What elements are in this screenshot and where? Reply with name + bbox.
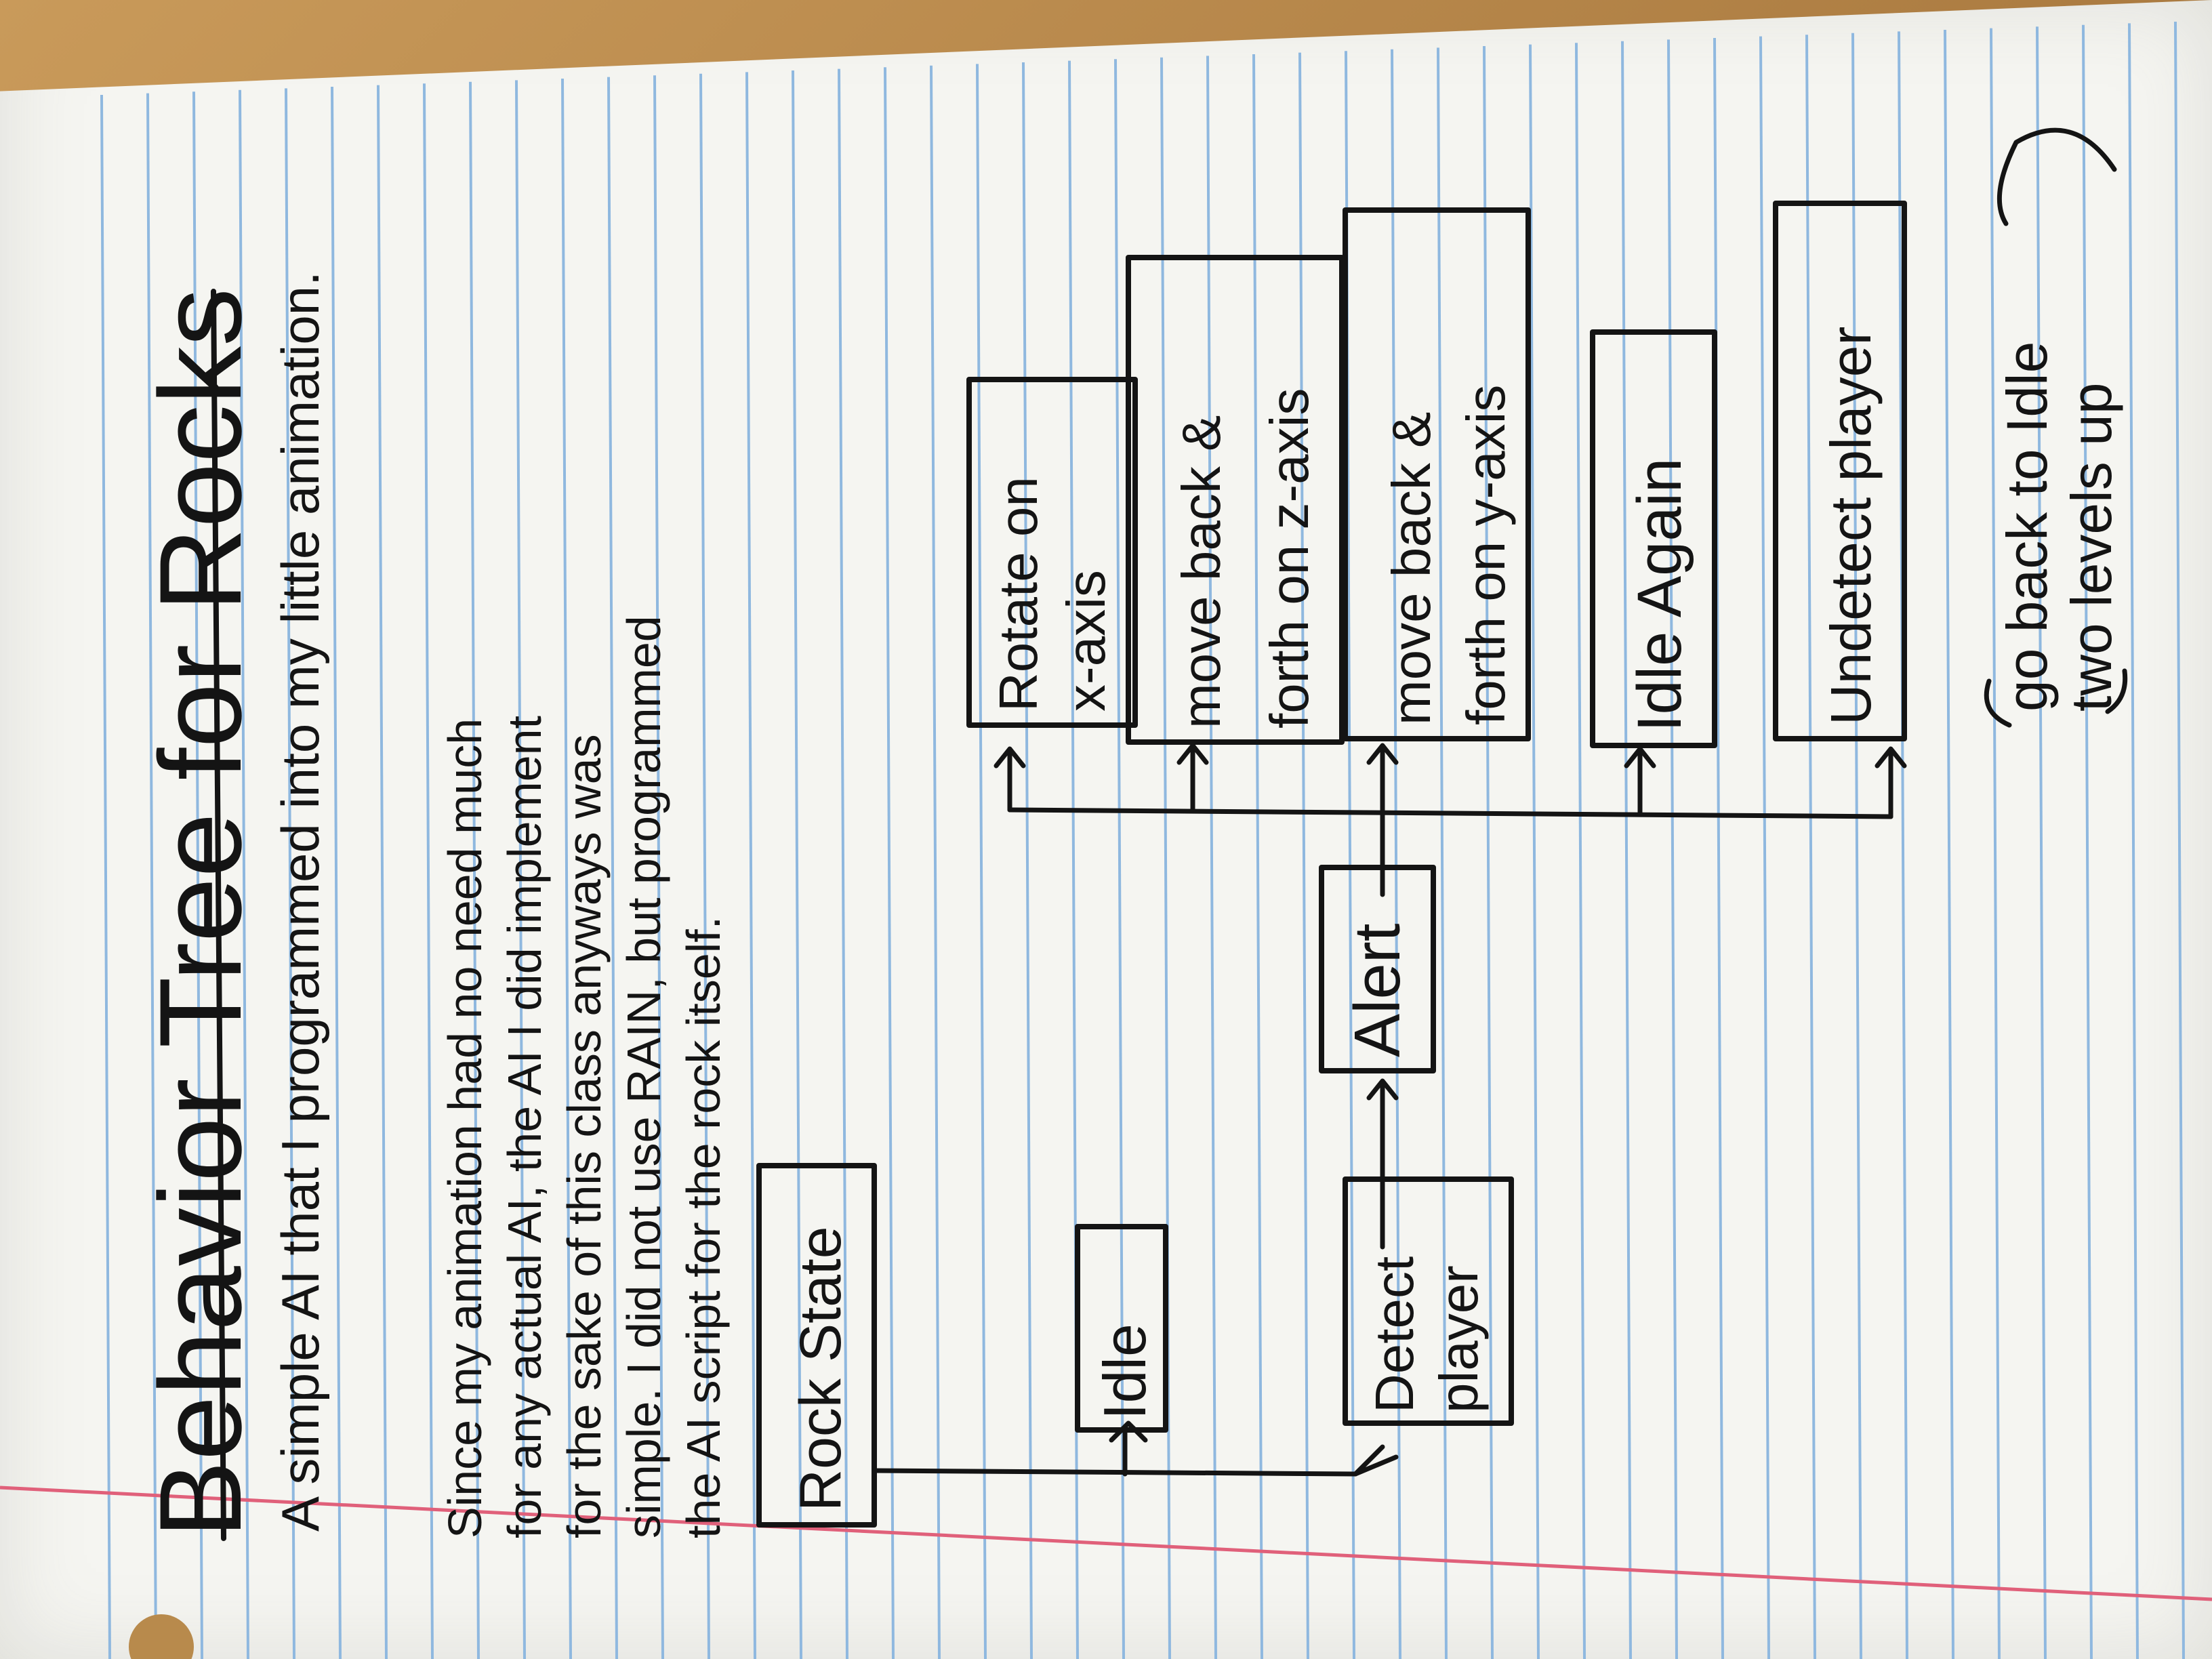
node-move-y-axis: move back & forth on y-axis <box>1343 207 1531 741</box>
binder-hole <box>129 1614 194 1659</box>
ruled-line <box>561 78 572 1659</box>
ruled-line <box>423 83 434 1659</box>
node-detect-player: Detect player <box>1343 1176 1514 1426</box>
ruled-line <box>469 81 480 1659</box>
ruled-line <box>331 86 342 1659</box>
ruled-line <box>745 72 756 1659</box>
ruled-line <box>1944 29 1954 1659</box>
node-label-1: Rotate on <box>988 476 1048 712</box>
paragraph-line-2: for any actual AI, the AI I did implemen… <box>498 716 551 1538</box>
ruled-line <box>146 93 157 1659</box>
ruled-line <box>699 73 710 1659</box>
paragraph-line-3: for the sake of this class anyways was <box>558 734 611 1538</box>
note-go-back: go back to Idle two levels up <box>1984 127 2128 728</box>
note-line-2: two levels up <box>2060 382 2123 712</box>
ruled-line <box>1667 39 1678 1659</box>
node-rock-state: Rock State <box>756 1163 877 1528</box>
ruled-line <box>1252 54 1263 1659</box>
title-underline <box>211 289 226 1541</box>
ruled-line <box>1898 31 1908 1659</box>
ruled-line <box>2082 24 2093 1659</box>
node-label-1: move back & <box>1381 412 1441 725</box>
paragraph-line-4: simple. I did not use RAIN, but programm… <box>617 615 670 1538</box>
node-alert: Alert <box>1319 865 1436 1073</box>
ruled-line <box>1851 33 1862 1659</box>
ruled-line <box>1621 41 1632 1659</box>
ruled-line <box>884 67 895 1659</box>
ruled-line <box>838 68 848 1659</box>
ruled-line <box>285 88 295 1659</box>
page-title: Behavior Tree for Rocks <box>136 288 266 1538</box>
node-undetect-player: Undetect player <box>1773 201 1907 741</box>
ruled-line <box>930 65 941 1659</box>
ruled-line <box>515 80 526 1659</box>
node-label-1: Detect <box>1364 1256 1425 1413</box>
description-paragraph: Since my animation had no need much for … <box>438 615 730 1538</box>
node-rotate-x-axis: Rotate on x-axis <box>966 377 1138 728</box>
ruled-line <box>1114 59 1125 1659</box>
node-label: Idle Again <box>1625 458 1694 732</box>
node-label: Undetect player <box>1819 327 1883 725</box>
node-label-2: x-axis <box>1056 570 1116 712</box>
ruled-line <box>1529 44 1540 1659</box>
node-label-2: player <box>1429 1265 1489 1413</box>
node-label-2: forth on y-axis <box>1456 385 1516 725</box>
ruled-line <box>1483 45 1494 1659</box>
ruled-line <box>1298 52 1309 1659</box>
ruled-line <box>792 70 802 1659</box>
ruled-lines <box>100 21 2185 1659</box>
intro-text: A simple AI that I programmed into my li… <box>270 271 330 1532</box>
ruled-line <box>1990 28 2001 1659</box>
ruled-line <box>1713 37 1724 1659</box>
node-label-1: move back & <box>1171 415 1231 729</box>
node-label-2: forth on z-axis <box>1259 388 1319 729</box>
tree-connectors <box>872 743 1907 1477</box>
ruled-line <box>239 89 249 1659</box>
ruled-line <box>1022 62 1033 1659</box>
note-line-1: go back to Idle <box>1995 342 2059 712</box>
ruled-line <box>976 64 987 1659</box>
node-idle: Idle <box>1075 1224 1168 1433</box>
node-label: Rock State <box>788 1226 853 1511</box>
node-label: Alert <box>1341 924 1414 1057</box>
margin-line <box>0 1486 2212 1601</box>
ruled-line <box>2174 21 2185 1659</box>
ruled-line <box>2128 23 2139 1659</box>
ruled-line <box>1391 49 1401 1659</box>
ruled-line <box>607 77 618 1659</box>
ruled-line <box>192 91 203 1659</box>
ruled-line <box>1759 36 1770 1659</box>
ruled-line <box>1206 56 1217 1659</box>
ruled-line <box>1805 35 1816 1659</box>
ruled-line <box>377 85 388 1659</box>
ruled-line <box>100 94 111 1659</box>
ruled-line <box>2036 26 2047 1659</box>
ruled-line <box>653 75 664 1659</box>
paragraph-line-5: the AI script for the rock itself. <box>677 916 730 1538</box>
node-label: Idle <box>1091 1324 1158 1420</box>
paragraph-line-1: Since my animation had no need much <box>438 718 491 1538</box>
ruled-line <box>1575 43 1586 1659</box>
ruled-line <box>1437 47 1448 1659</box>
node-idle-again: Idle Again <box>1590 329 1717 748</box>
node-move-z-axis: move back & forth on z-axis <box>1126 255 1345 745</box>
